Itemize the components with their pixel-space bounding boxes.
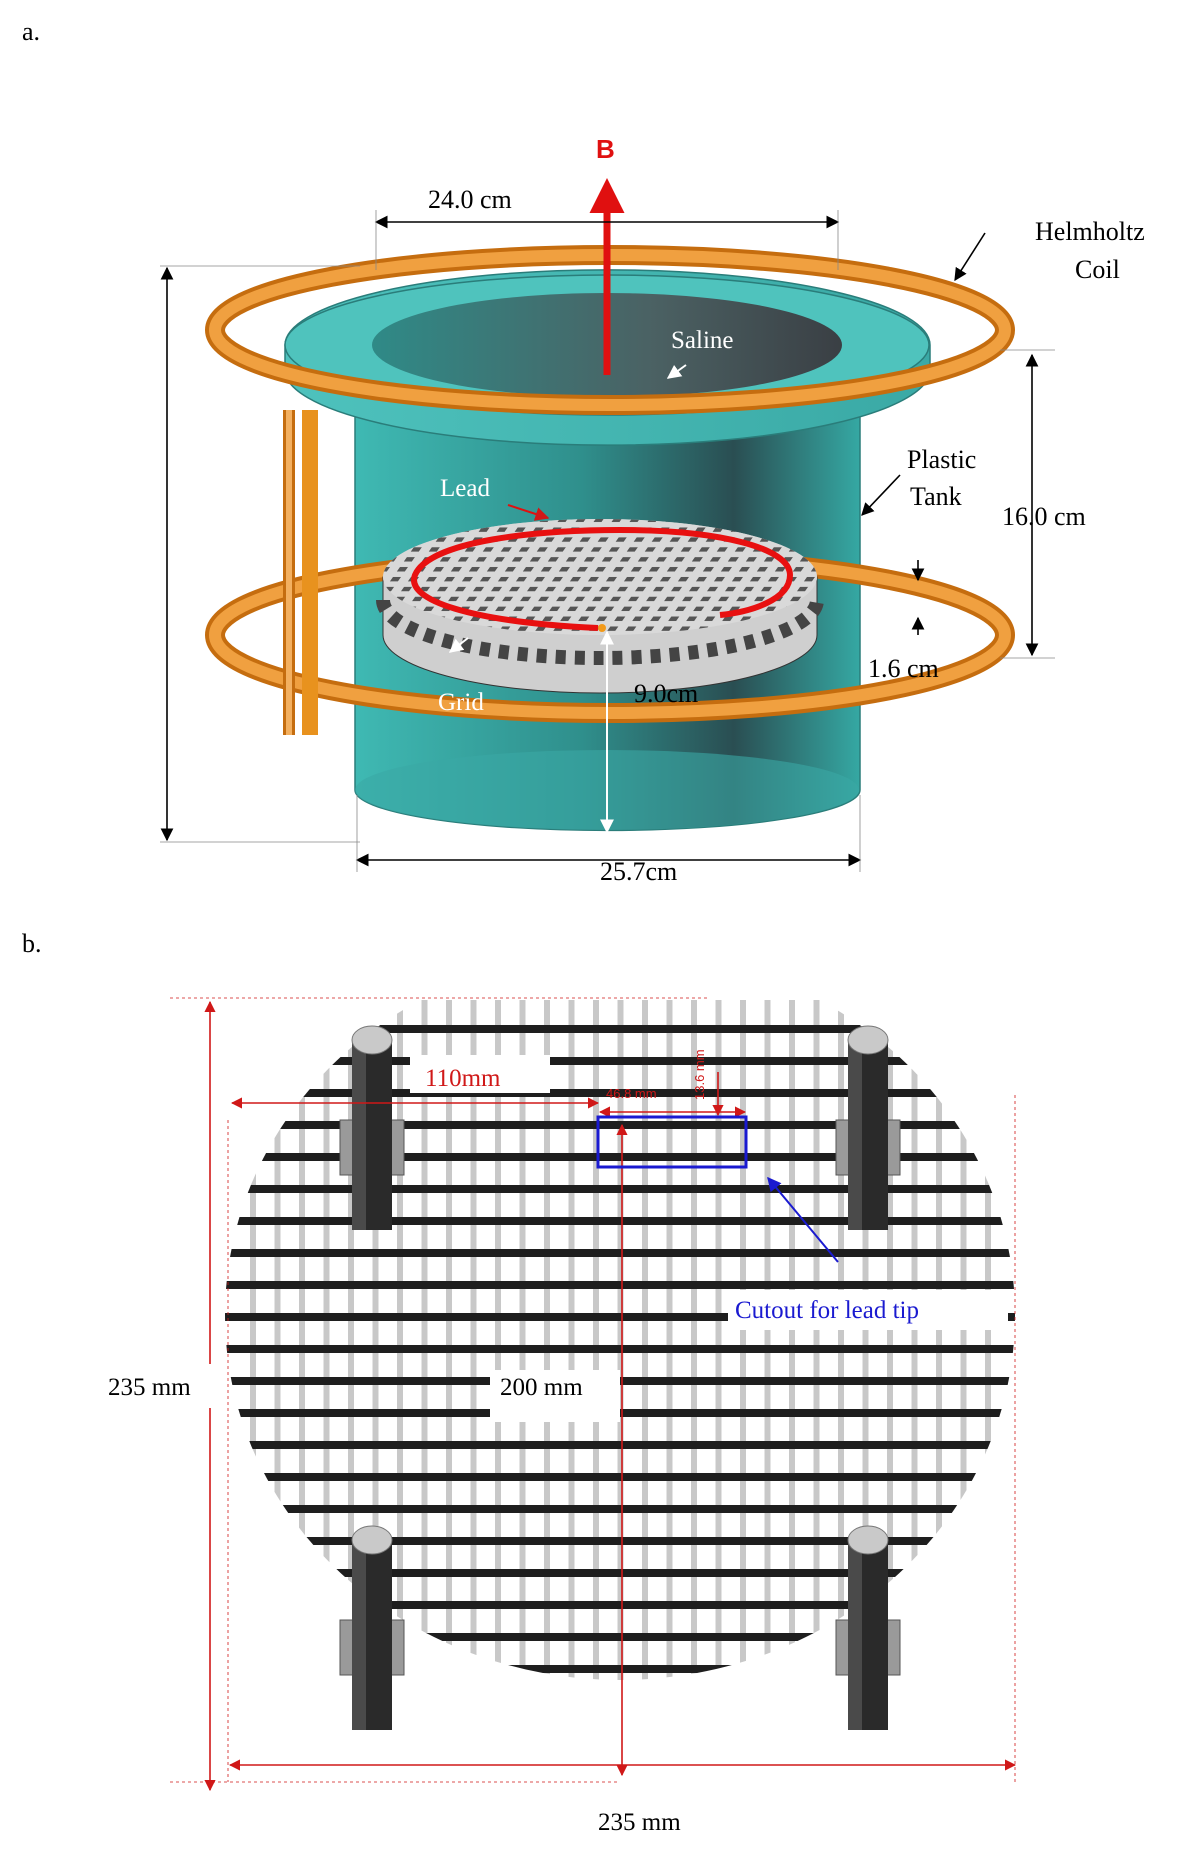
dim-cutout-depth: 13.6 mm [692, 1049, 707, 1100]
grid-vertical-bar [274, 1000, 281, 1680]
grid-horizontal-bar [225, 1537, 1015, 1545]
height-label-bg [95, 1364, 215, 1408]
grid-vertical-bar [299, 1000, 305, 1680]
grid-label: Grid [438, 689, 484, 716]
cutout-label: Cutout for lead tip [735, 1297, 919, 1324]
grid-vertical-bar [862, 1000, 869, 1680]
helmholtz-label-2: Coil [1075, 255, 1120, 284]
inner-label-bg [490, 1370, 620, 1422]
grid-post [835, 1025, 901, 1230]
grid-vertical-bar [397, 1000, 403, 1680]
grid-horizontal-bar [225, 1665, 1015, 1673]
grid-horizontal-bar [225, 1281, 1015, 1289]
panel-a-label: a. [22, 17, 40, 46]
dim-top-width: 24.0 cm [428, 185, 512, 214]
lead-label: Lead [440, 475, 490, 502]
grid-horizontal-bar [225, 1185, 1015, 1193]
grid-vertical-bar [323, 1000, 330, 1680]
grid-vertical-bar [470, 1000, 477, 1680]
dim-tank-width: 25.7cm [600, 857, 677, 886]
grid-vertical-bar [838, 1000, 844, 1680]
grid-vertical-bar [715, 1000, 722, 1680]
grid-vertical-bar [813, 1000, 820, 1680]
dim-grid-height: 9.0cm [634, 679, 698, 708]
panel-b: b. 110mm 46.8 mm 1 [22, 929, 1040, 1836]
grid-horizontal-bar [225, 1505, 1015, 1513]
panel-b-label: b. [22, 929, 42, 958]
field-label: B [596, 134, 615, 164]
helmholtz-label-1: Helmholtz [1035, 217, 1145, 246]
grid-vertical-bar [936, 1000, 942, 1680]
grid-vertical-bar [544, 1000, 550, 1680]
lead-tip-cutout [596, 1115, 748, 1169]
dim-cutout-width: 46.8 mm [606, 1086, 657, 1101]
grid-horizontal-bar [225, 1441, 1015, 1449]
grid-vertical-bars [250, 1000, 991, 1680]
grid-horizontal-bar [225, 1473, 1015, 1481]
grid-vertical-bar [642, 1000, 648, 1680]
grid-vertical-bar [593, 1000, 599, 1680]
grid-post [835, 1525, 901, 1730]
plastic-label-1: Plastic [907, 445, 976, 474]
grid-horizontal-bar [200, 1697, 1040, 1705]
grid-vertical-bar [960, 1000, 967, 1680]
grid-horizontal-bar [225, 1217, 1015, 1225]
grid-horizontal-bar [225, 1153, 1015, 1161]
dim-height: 235 mm [108, 1374, 191, 1401]
grid-post [339, 1025, 405, 1230]
plastic-label-2: Tank [910, 482, 962, 511]
grid-vertical-bar [985, 1000, 991, 1680]
grid-horizontal-bar [225, 1121, 1015, 1129]
grid-horizontal-bar [225, 1025, 1015, 1033]
grid-vertical-bar [666, 1000, 673, 1680]
dim-coil-separation: 16.0 cm [1002, 502, 1086, 531]
dim-grid-thickness: 1.6 cm [868, 654, 939, 683]
grid-vertical-bar [691, 1000, 697, 1680]
grid-vertical-bar [887, 1000, 893, 1680]
dim-inner: 200 mm [500, 1374, 583, 1401]
grid-horizontal-bar [225, 1569, 1015, 1577]
panel-a: a. [22, 17, 1145, 886]
grid-horizontal-bar [225, 1057, 1015, 1065]
grid-vertical-bar [495, 1000, 501, 1680]
grid-vertical-bar [421, 1000, 428, 1680]
grid-vertical-bar [568, 1000, 575, 1680]
grid-vertical-bar [911, 1000, 918, 1680]
panel-b-dimensions [170, 997, 1017, 1792]
grid-post [339, 1525, 405, 1730]
grid-vertical-bar [348, 1000, 354, 1680]
grid-vertical-bar [250, 1000, 256, 1680]
saline-label: Saline [671, 327, 734, 354]
cutout-pointer [767, 1176, 839, 1263]
grid-horizontal-bar [225, 1345, 1015, 1353]
grid-horizontal-bar [200, 1729, 1040, 1737]
grid-vertical-bar [446, 1000, 452, 1680]
grid-horizontal-bar [225, 1633, 1015, 1641]
cutout-label-bg [728, 1290, 1008, 1330]
lead-pointer [507, 504, 550, 521]
grid-posts [339, 1025, 901, 1730]
grid-vertical-bar [789, 1000, 795, 1680]
offset-label-bg [410, 1055, 550, 1093]
panel-a-white-arrows [448, 364, 687, 834]
grid-horizontal-bar [225, 1601, 1015, 1609]
panel-a-dimensions [160, 210, 1055, 872]
grid-vertical-bar [372, 1000, 379, 1680]
dim-width: 235 mm [598, 1809, 681, 1836]
grid-horizontal-bar [225, 1089, 1015, 1097]
grid-vertical-bar [740, 1000, 746, 1680]
grid-vertical-bar [764, 1000, 771, 1680]
lead-wire [411, 526, 794, 632]
grid-vertical-bar [519, 1000, 526, 1680]
grid-horizontal-bar [225, 1249, 1015, 1257]
dim-offset: 110mm [425, 1065, 501, 1092]
